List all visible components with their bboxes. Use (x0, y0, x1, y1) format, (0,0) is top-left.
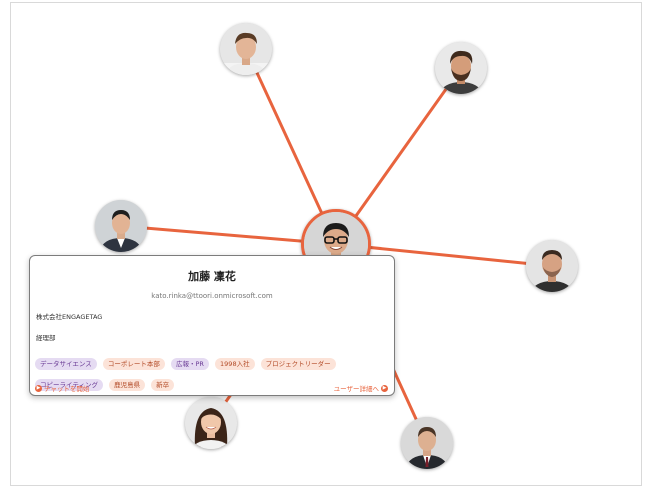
profile-card: 加藤 凜花 kato.rinka@ttoori.onmicrosoft.com … (29, 255, 395, 396)
avatar-young-man[interactable] (220, 23, 272, 75)
profile-tags: データサイエンス コーポレート本部 広報・PR 1998入社 プロジェクトリーダ… (35, 351, 385, 393)
avatar-man-suit-tie[interactable] (401, 417, 453, 469)
tag-item: コーポレート本部 (102, 358, 165, 370)
profile-email: kato.rinka@ttoori.onmicrosoft.com (151, 292, 273, 300)
edge-man-stubble (334, 242, 554, 268)
tag-item: プロジェクトリーダー (260, 358, 336, 370)
avatar-smiling-woman[interactable] (185, 397, 237, 449)
profile-department: 経理部 (36, 334, 56, 342)
tag-item: 鹿児島県 (109, 379, 146, 391)
tag-item: 1998入社 (215, 358, 255, 370)
avatar-man-stubble[interactable] (526, 240, 578, 292)
avatar-bearded-man[interactable] (435, 42, 487, 94)
tag-item: 新卒 (151, 379, 175, 391)
chat-arrow-icon: ▶ (35, 384, 42, 392)
profile-company: 株式会社ENGAGETAG (36, 313, 103, 321)
tag-item: 広報・PR (171, 358, 209, 370)
edge-businessman (119, 224, 338, 246)
user-detail-label: ユーザー詳細へ (333, 385, 379, 393)
profile-name: 加藤 凜花 (188, 270, 236, 283)
user-detail-link[interactable]: ユーザー詳細へ ▶ (334, 383, 388, 393)
tag-item: コピーライティング (35, 379, 103, 391)
start-chat-label: チャットを開始 (44, 385, 90, 393)
start-chat-link[interactable]: ▶ チャットを開始 (35, 383, 89, 393)
tag-item: データサイエンス (35, 358, 97, 370)
edge-bearded-man (334, 66, 463, 246)
arrow-right-icon: ▶ (381, 384, 388, 392)
avatar-businessman[interactable] (95, 200, 147, 252)
